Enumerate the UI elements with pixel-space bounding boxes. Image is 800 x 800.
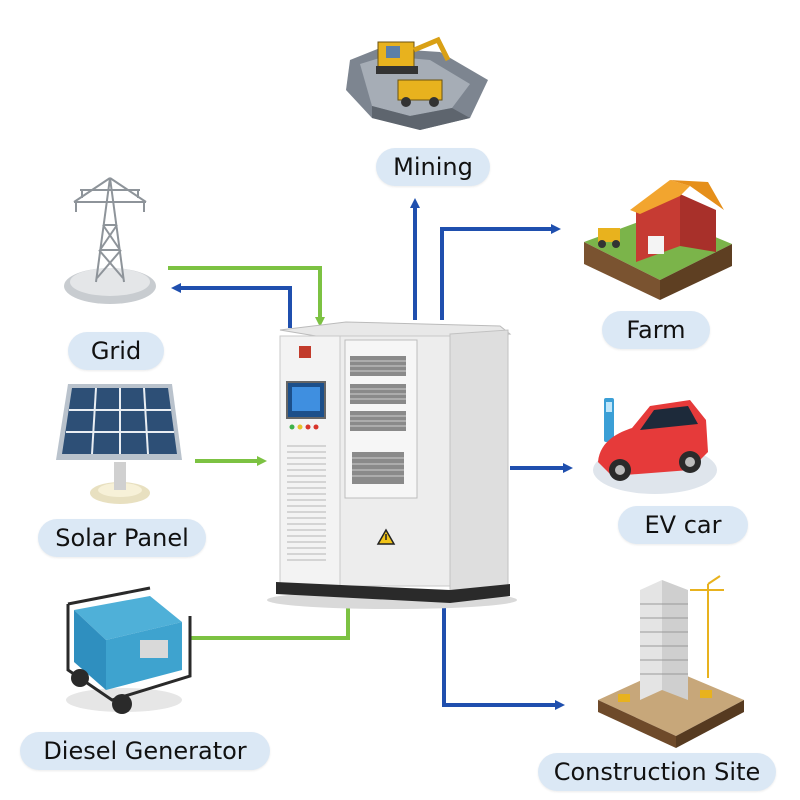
transmission-tower-icon <box>64 177 156 304</box>
label-grid: Grid <box>68 332 164 370</box>
logo-mark <box>299 346 311 358</box>
construction-site-icon <box>598 575 744 748</box>
label-diesel-generator: Diesel Generator <box>20 732 270 770</box>
solar-panel-icon <box>56 384 182 504</box>
excavator-mining-icon <box>346 36 488 130</box>
label-solar-panel: Solar Panel <box>38 519 206 557</box>
arrow-generator-to-cabinet <box>190 598 350 640</box>
diesel-generator-icon <box>66 586 192 714</box>
storage-cabinet <box>267 321 517 609</box>
arrow-cabinet-to-farm <box>440 224 561 320</box>
ev-car-icon <box>593 398 717 494</box>
farm-barn-icon <box>584 180 732 300</box>
arrow-cabinet-to-construction <box>442 598 565 710</box>
arrow-grid-to-cabinet <box>168 266 325 327</box>
label-construction-site: Construction Site <box>538 753 776 791</box>
label-ev-car: EV car <box>618 506 748 544</box>
arrows <box>168 198 573 710</box>
label-farm: Farm <box>602 311 710 349</box>
label-mining: Mining <box>376 148 490 186</box>
arrow-cabinet-to-grid <box>171 283 292 328</box>
